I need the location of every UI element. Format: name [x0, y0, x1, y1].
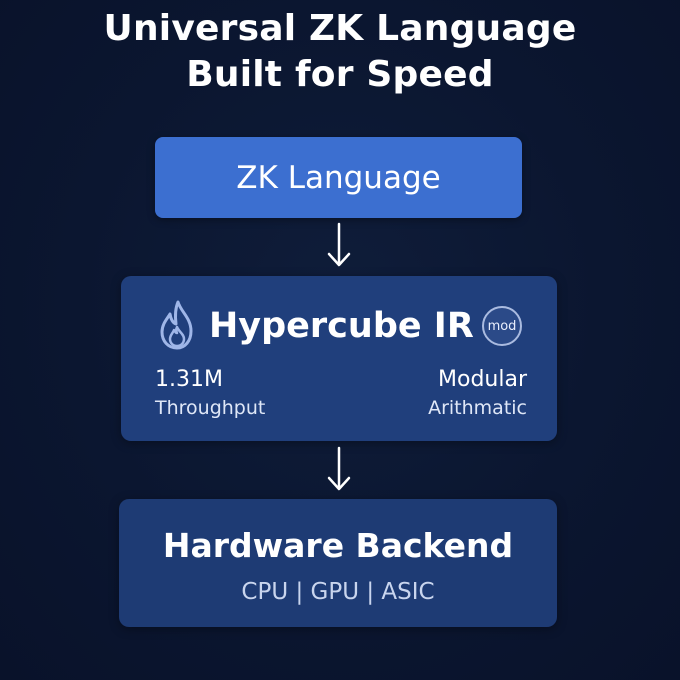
- hardware-backend-box: Hardware Backend CPU | GPU | ASIC: [119, 499, 557, 627]
- flame-icon: [160, 300, 193, 350]
- zk-language-box: ZK Language: [155, 137, 522, 218]
- diagram-title: Universal ZK Language Built for Speed: [0, 6, 680, 98]
- throughput-value: 1.31M: [155, 367, 223, 392]
- hardware-backend-title: Hardware Backend: [162, 526, 514, 565]
- mod-badge-label: mod: [487, 318, 517, 334]
- modular-value: Modular: [438, 367, 527, 392]
- hardware-targets: CPU | GPU | ASIC: [241, 579, 435, 605]
- arithmetic-label: Arithmatic: [428, 397, 527, 419]
- down-arrow-icon: [327, 446, 351, 491]
- title-line-2: Built for Speed: [186, 54, 494, 95]
- ir-header: Hypercube IR mod: [121, 300, 557, 352]
- throughput-label: Throughput: [155, 397, 266, 419]
- zk-language-label: ZK Language: [236, 159, 441, 196]
- mod-badge-icon: mod: [482, 306, 522, 346]
- throughput-stat: 1.31M Throughput: [155, 366, 265, 422]
- title-line-1: Universal ZK Language: [103, 8, 577, 49]
- down-arrow-icon: [327, 222, 351, 267]
- ir-title: Hypercube IR: [209, 306, 474, 346]
- hypercube-ir-box: Hypercube IR mod 1.31M Throughput Modula…: [121, 276, 557, 441]
- modular-arithmetic-stat: Modular Arithmatic: [428, 366, 527, 422]
